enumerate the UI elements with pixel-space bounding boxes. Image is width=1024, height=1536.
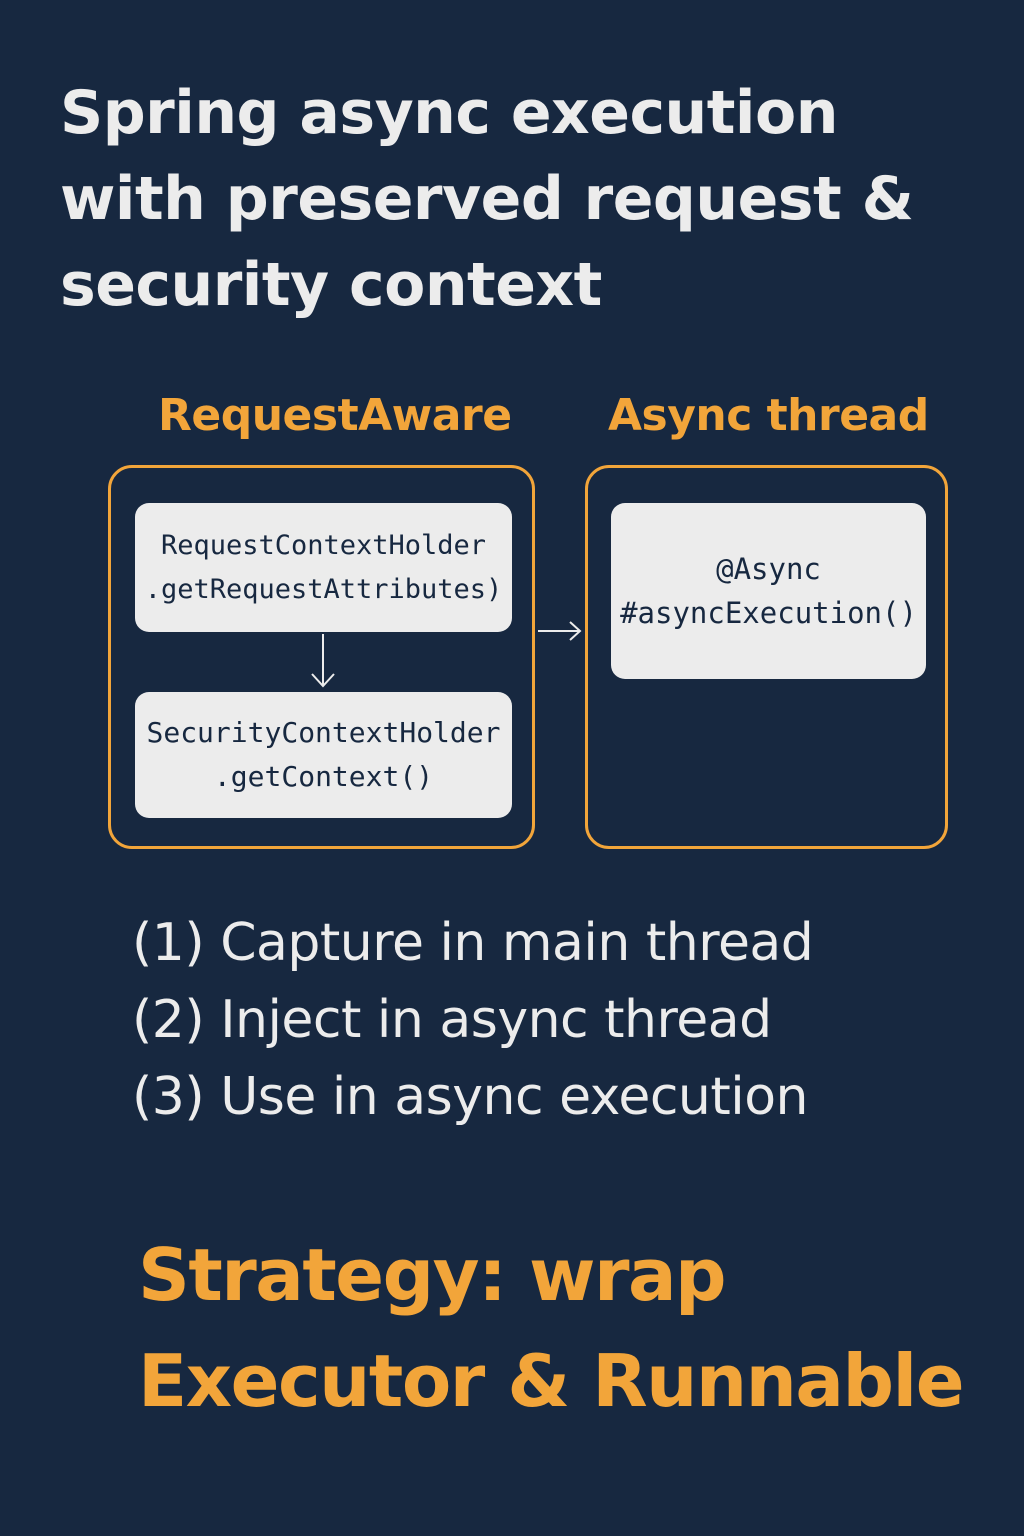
step-inject: (2) Inject in async thread [132,990,772,1050]
strategy-line-1: Strategy: wrap [138,1233,727,1317]
right-arrow-icon [538,621,582,641]
request-context-holder-box: RequestContextHolder .getRequestAttribut… [135,503,512,632]
async-execution-box: @Async #asyncExecution() [611,503,926,679]
async-method-line: #asyncExecution() [620,596,917,630]
security-context-holder-line-1: SecurityContextHolder [146,716,501,749]
strategy-line-2: Executor & Runnable [138,1339,965,1423]
security-context-holder-box: SecurityContextHolder .getContext() [135,692,512,818]
request-aware-panel [108,465,535,849]
down-arrow-icon [311,634,335,688]
title-line-1: Spring async execution [60,78,838,148]
request-context-holder-line-2: .getRequestAttributes) [144,573,503,605]
step-use: (3) Use in async execution [132,1067,809,1127]
title-line-3: security context [60,250,602,320]
steps-list: (1) Capture in main thread (2) Inject in… [132,905,952,1136]
step-capture: (1) Capture in main thread [132,913,814,973]
title-line-2: with preserved request & [60,164,914,234]
request-aware-heading: RequestAware [158,390,512,441]
page-title: Spring async execution with preserved re… [60,70,980,328]
async-annotation-line: @Async [716,552,821,586]
request-context-holder-line-1: RequestContextHolder [160,529,487,561]
security-context-holder-line-2: .getContext() [213,760,434,793]
strategy-statement: Strategy: wrap Executor & Runnable [138,1222,1018,1434]
async-thread-heading: Async thread [608,390,929,441]
async-thread-panel [585,465,948,849]
